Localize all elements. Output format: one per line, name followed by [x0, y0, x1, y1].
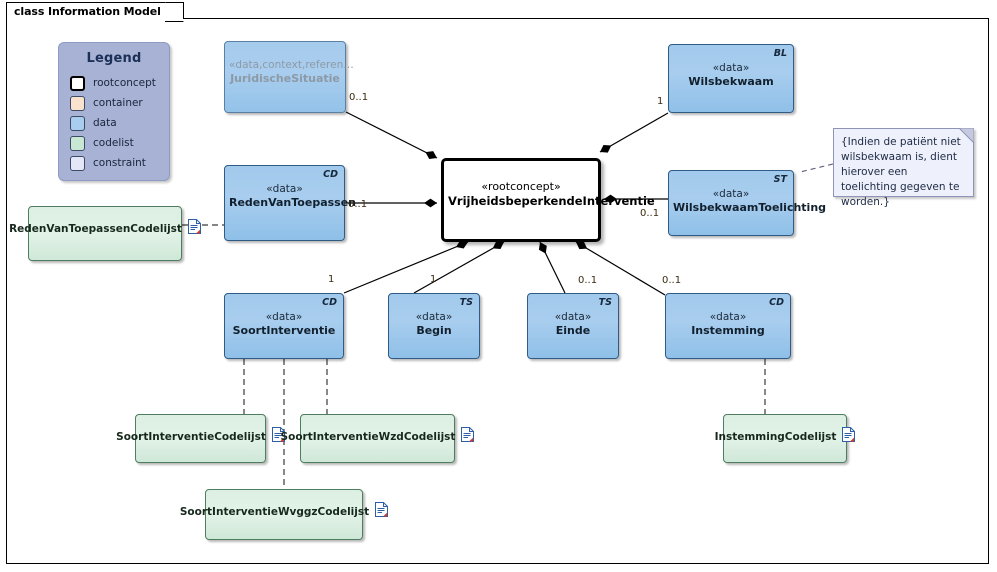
legend-label-rootconcept: rootconcept	[93, 77, 156, 89]
class-soortinterventie-tag: CD	[322, 297, 337, 308]
class-redenvantoepassen-name: RedenVanToepassen	[229, 196, 357, 210]
codelist-soortinterventiewvggzcodelijst-label: SoortInterventieWvggzCodelijst	[179, 505, 370, 518]
legend-item-data: data	[70, 113, 169, 133]
diagram-tab[interactable]: class Information Model	[6, 2, 184, 19]
codelist-redenvantoepassencodelijst[interactable]: RedenVanToepassenCodelijst	[9, 206, 201, 261]
legend-swatch-codelist	[70, 135, 85, 151]
codelist-instemmingcodelijst[interactable]: InstemmingCodelijst	[715, 414, 856, 463]
codelist-soortinterventiewzdcodelijst-label: SoortInterventieWzdCodelijst	[280, 430, 456, 443]
legend-label-container: container	[93, 97, 143, 109]
class-wilsbekwaam-stereotype: «data»	[712, 62, 750, 74]
class-begin[interactable]: TS «data» Begin	[388, 293, 480, 359]
class-redenvantoepassen-tag: CD	[323, 169, 338, 180]
legend: Legend rootconcept container data codeli…	[58, 42, 170, 181]
class-root-stereotype: «rootconcept»	[481, 180, 561, 193]
codelist-redenvantoepassencodelijst-label: RedenVanToepassenCodelijst	[9, 222, 182, 235]
class-juridischesituatie[interactable]: «data,context,referen… JuridischeSituati…	[224, 41, 354, 113]
legend-title: Legend	[86, 51, 142, 66]
class-wilsbekwaam-tag: BL	[773, 48, 787, 59]
class-soortinterventie-name: SoortInterventie	[232, 324, 336, 338]
legend-label-codelist: codelist	[93, 137, 134, 149]
multiplicity-juridischesituatie: 0..1	[349, 92, 369, 103]
note-text: {Indien de patiënt niet wilsbekwaam is, …	[841, 136, 961, 208]
multiplicity-einde: 0..1	[578, 275, 598, 286]
legend-item-container: container	[70, 93, 169, 113]
document-icon	[842, 427, 856, 446]
class-root-name: VrijheidsbeperkendeInterventie	[448, 193, 655, 208]
class-einde-name: Einde	[555, 324, 591, 338]
legend-swatch-rootconcept	[70, 75, 85, 91]
multiplicity-instemming: 0..1	[662, 275, 682, 286]
codelist-soortinterventiewzdcodelijst[interactable]: SoortInterventieWzdCodelijst	[281, 414, 475, 463]
class-juridischesituatie-name: JuridischeSituatie	[230, 72, 340, 86]
class-wilsbekwaamtoelichting-stereotype: «data»	[712, 188, 750, 200]
codelist-soortinterventiecodelijst-label: SoortInterventieCodelijst	[116, 430, 266, 443]
document-icon	[271, 427, 285, 446]
legend-item-rootconcept: rootconcept	[70, 73, 169, 93]
legend-item-constraint: constraint	[70, 153, 169, 173]
class-soortinterventie[interactable]: CD «data» SoortInterventie	[224, 293, 344, 359]
multiplicity-wilsbekwaam: 1	[657, 96, 664, 107]
class-redenvantoepassen[interactable]: CD «data» RedenVanToepassen	[224, 165, 357, 241]
class-begin-tag: TS	[459, 297, 473, 308]
multiplicity-wilsbekwaamtoelichting: 0..1	[640, 208, 660, 219]
class-instemming-stereotype: «data»	[709, 311, 747, 323]
document-icon	[461, 427, 475, 446]
multiplicity-begin: 1	[430, 274, 437, 285]
legend-item-codelist: codelist	[70, 133, 169, 153]
note-fold-icon	[959, 128, 974, 143]
class-einde-stereotype: «data»	[554, 311, 592, 323]
legend-swatch-container	[70, 95, 85, 111]
class-wilsbekwaamtoelichting-tag: ST	[773, 174, 787, 185]
class-instemming[interactable]: CD «data» Instemming	[665, 293, 791, 359]
legend-label-constraint: constraint	[93, 157, 146, 169]
codelist-soortinterventiecodelijst[interactable]: SoortInterventieCodelijst	[116, 414, 285, 463]
class-vrijheidsbeperkendeinterventie[interactable]: «rootconcept» VrijheidsbeperkendeInterve…	[441, 158, 655, 242]
class-redenvantoepassen-stereotype: «data»	[266, 183, 303, 195]
legend-swatch-data	[70, 115, 85, 131]
class-wilsbekwaamtoelichting[interactable]: ST «data» WilsbekwaamToelichting	[668, 170, 827, 236]
class-juridischesituatie-stereotype: «data,context,referen…	[229, 59, 354, 71]
class-instemming-tag: CD	[769, 297, 784, 308]
diagram-tab-label: class Information Model	[14, 4, 161, 18]
class-soortinterventie-stereotype: «data»	[265, 311, 303, 323]
multiplicity-redenvantoepassen: 0..1	[348, 199, 368, 210]
class-instemming-name: Instemming	[691, 324, 765, 338]
legend-swatch-constraint	[70, 155, 85, 171]
document-icon	[375, 502, 389, 521]
codelist-soortinterventiewvggzcodelijst[interactable]: SoortInterventieWvggzCodelijst	[180, 489, 389, 540]
class-einde-tag: TS	[598, 297, 612, 308]
class-begin-stereotype: «data»	[415, 311, 453, 323]
class-begin-name: Begin	[416, 324, 452, 338]
class-wilsbekwaamtoelichting-name: WilsbekwaamToelichting	[673, 201, 827, 215]
legend-label-data: data	[93, 117, 117, 129]
class-wilsbekwaam[interactable]: BL «data» Wilsbekwaam	[668, 44, 794, 113]
class-einde[interactable]: TS «data» Einde	[527, 293, 619, 359]
class-wilsbekwaam-name: Wilsbekwaam	[688, 75, 774, 89]
document-icon	[187, 219, 201, 238]
codelist-instemmingcodelijst-label: InstemmingCodelijst	[714, 430, 837, 443]
note-wilsbekwaam-constraint[interactable]: {Indien de patiënt niet wilsbekwaam is, …	[833, 128, 974, 208]
multiplicity-soortinterventie: 1	[328, 274, 335, 285]
